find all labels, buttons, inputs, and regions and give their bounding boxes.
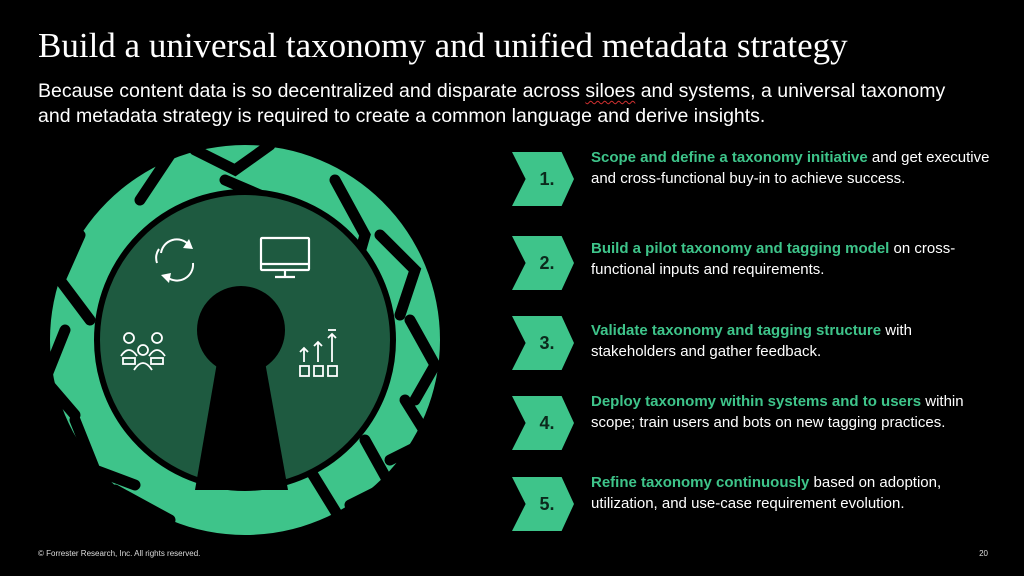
step-2-number: 2. xyxy=(539,252,555,273)
step-2-highlight: Build a pilot taxonomy and tagging model xyxy=(591,240,890,257)
step-1-text: Scope and define a taxonomy initiative a… xyxy=(591,148,991,189)
step-1-highlight: Scope and define a taxonomy initiative xyxy=(591,149,868,166)
step-4-highlight: Deploy taxonomy within systems and to us… xyxy=(591,393,922,410)
step-2-text: Build a pilot taxonomy and tagging model… xyxy=(591,239,991,280)
step-4-rest: within scope; train users and bots on ne… xyxy=(591,393,964,431)
lock-graphic xyxy=(20,139,480,550)
step-1-number: 1. xyxy=(539,168,555,189)
ring-strokes xyxy=(38,139,442,541)
step-2: 2. Build a pilot taxonomy and tagging mo… xyxy=(512,236,992,309)
step-4-number: 4. xyxy=(539,412,555,433)
step-1: 1. Scope and define a taxonomy initiativ… xyxy=(512,148,992,218)
step-5-highlight: Refine taxonomy continuously xyxy=(591,474,810,491)
step-4-chevron: 4. xyxy=(512,396,574,450)
team-icon xyxy=(120,332,166,371)
step-2-chevron: 2. xyxy=(512,236,574,290)
cycle-arrows-icon xyxy=(155,238,195,283)
keyhole-icon xyxy=(195,286,288,490)
slide-title: Build a universal taxonomy and unified m… xyxy=(38,26,848,65)
growth-chart-icon xyxy=(299,329,338,377)
step-4-text: Deploy taxonomy within systems and to us… xyxy=(591,392,991,433)
step-3-number: 3. xyxy=(539,332,555,353)
step-5-number: 5. xyxy=(539,493,555,514)
subtitle-part-1: Because content data is so decentralized… xyxy=(38,80,586,102)
page-number: 20 xyxy=(979,549,988,558)
step-1-chevron: 1. xyxy=(512,152,574,206)
step-3-rest: with stakeholders and gather feedback. xyxy=(591,322,912,360)
monitor-icon xyxy=(259,236,311,279)
step-3-text: Validate taxonomy and tagging structure … xyxy=(591,321,991,362)
subtitle-flagged-word: siloes xyxy=(585,80,636,102)
step-5-chevron: 5. xyxy=(512,477,574,531)
copyright-footer: © Forrester Research, Inc. All rights re… xyxy=(38,549,201,558)
step-3-chevron: 3. xyxy=(512,316,574,370)
step-1-rest: and get executive and cross-functional b… xyxy=(591,149,990,187)
step-2-rest: on cross-functional inputs and requireme… xyxy=(591,240,956,278)
step-5-rest: based on adoption, utilization, and use-… xyxy=(591,474,942,512)
step-4: 4. Deploy taxonomy within systems and to… xyxy=(512,392,992,462)
subtitle-part-2: and systems, a universal taxonomy and me… xyxy=(38,80,946,127)
step-3: 3. Validate taxonomy and tagging structu… xyxy=(512,316,992,391)
slide-subtitle: Because content data is so decentralized… xyxy=(38,79,978,129)
lock-illustration xyxy=(38,139,442,541)
step-5-text: Refine taxonomy continuously based on ad… xyxy=(591,473,991,514)
step-3-highlight: Validate taxonomy and tagging structure xyxy=(591,322,882,339)
step-5: 5. Refine taxonomy continuously based on… xyxy=(512,473,992,543)
